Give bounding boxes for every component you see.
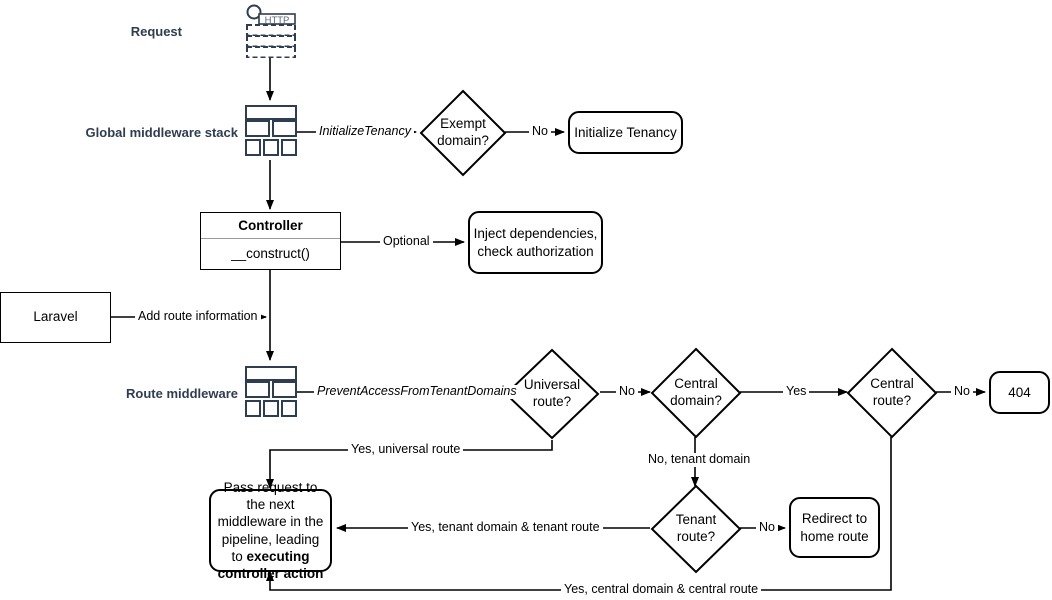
edge-label-tenant-route-no: No <box>756 520 778 535</box>
node-initialize-tenancy[interactable]: Initialize Tenancy <box>568 111 683 154</box>
decision-tenant-route[interactable]: Tenant route? <box>650 484 742 574</box>
node-initialize-tenancy-label: Initialize Tenancy <box>574 124 677 140</box>
edge-label-central-route-no: No <box>951 384 973 399</box>
controller-construct-method: __construct() <box>231 245 310 261</box>
global-middleware-stack-icon <box>245 105 297 157</box>
decision-exempt-domain-label: Exempt domain? <box>437 116 489 148</box>
node-pass-request[interactable]: Pass request to the next middleware in t… <box>209 480 332 581</box>
stack-bar-top <box>245 105 297 120</box>
edge-label-yes-universal-route: Yes, universal route <box>348 442 464 457</box>
edge-label-universal-no: No <box>616 384 638 399</box>
decision-universal-route-label: Universal route? <box>523 377 581 409</box>
edge-label-add-route-information: Add route information <box>135 309 261 324</box>
node-404-label: 404 <box>1008 384 1031 400</box>
svg-text:HTTP: HTTP <box>265 15 290 26</box>
stack-bar-bot-2 <box>263 139 279 156</box>
node-pass-request-emphasis: executing controller action <box>217 548 324 582</box>
edge-label-yes-tenant: Yes, tenant domain & tenant route <box>408 520 603 535</box>
node-404[interactable]: 404 <box>989 371 1050 414</box>
node-inject-dependencies[interactable]: Inject dependencies, check authorization <box>468 211 603 274</box>
edge-label-no-tenant-domain: No, tenant domain <box>645 452 754 467</box>
node-controller[interactable]: Controller __construct() <box>200 212 341 270</box>
route-stack-bar-bot-1 <box>245 400 261 417</box>
stack-bar-bot-1 <box>245 139 261 156</box>
node-laravel[interactable]: Laravel <box>0 292 111 343</box>
node-redirect-home[interactable]: Redirect to home route <box>789 497 880 558</box>
request-label: Request <box>130 24 182 39</box>
edge-label-optional: Optional <box>380 234 433 249</box>
stack-bar-mid-left <box>245 120 270 137</box>
route-stack-bar-mid-left <box>245 381 270 398</box>
edge-label-initialize-tenancy: InitializeTenancy <box>316 124 414 139</box>
decision-universal-route[interactable]: Universal route? <box>504 348 600 440</box>
edge-label-yes-central: Yes, central domain & central route <box>561 582 762 597</box>
controller-title: Controller <box>201 213 340 239</box>
edge-label-central-domain-yes: Yes <box>783 384 810 399</box>
global-middleware-stack-label: Global middleware stack <box>85 125 238 140</box>
decision-tenant-route-label: Tenant route? <box>675 512 717 544</box>
decision-central-domain[interactable]: Central domain? <box>650 347 742 439</box>
route-stack-bar-bot-2 <box>263 400 279 417</box>
stack-bar-bot-3 <box>281 139 297 156</box>
node-inject-dependencies-label: Inject dependencies, check authorization <box>473 226 598 259</box>
route-stack-bar-top <box>245 366 297 381</box>
route-stack-bar-bot-3 <box>281 400 297 417</box>
decision-central-route[interactable]: Central route? <box>846 347 938 439</box>
decision-central-route-label: Central route? <box>870 376 914 408</box>
decision-exempt-domain[interactable]: Exempt domain? <box>419 89 507 177</box>
route-stack-bar-mid-right <box>272 381 297 398</box>
node-pass-request-label: Pass request to the next middleware in t… <box>217 479 324 564</box>
edge-label-exempt-no: No <box>529 124 551 139</box>
stack-bar-mid-right <box>272 120 297 137</box>
decision-central-domain-label: Central domain? <box>670 376 722 408</box>
http-request-icon: HTTP <box>246 4 296 59</box>
node-laravel-label: Laravel <box>33 309 78 325</box>
route-middleware-stack-icon <box>245 366 297 418</box>
route-middleware-label: Route middleware <box>126 386 238 401</box>
node-redirect-home-label: Redirect to home route <box>800 511 869 544</box>
edge-label-prevent-access: PreventAccessFromTenantDomains <box>314 384 520 399</box>
